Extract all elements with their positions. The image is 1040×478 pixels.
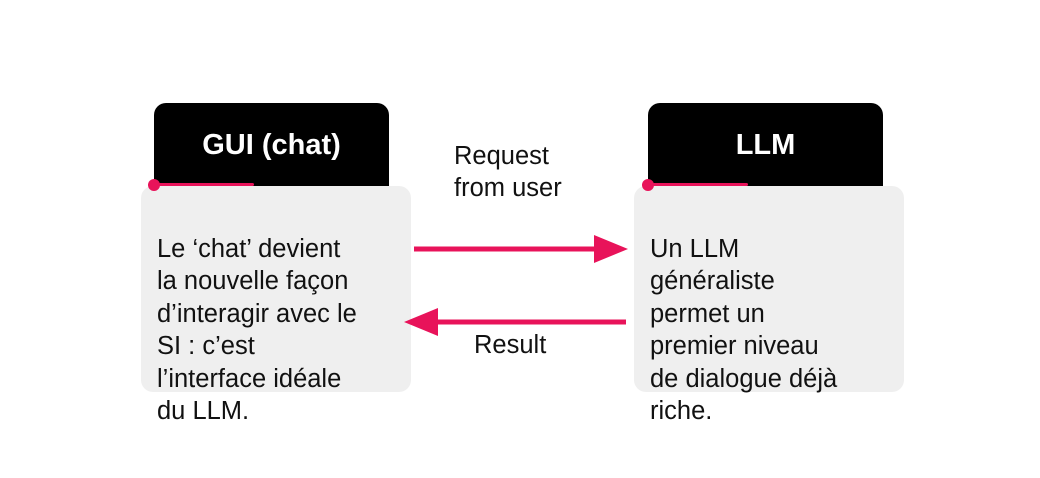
llm-title: LLM [735, 128, 796, 161]
llm-description-box: Un LLM généraliste permet un premier niv… [634, 186, 904, 425]
llm-description: Un LLM généraliste permet un premier niv… [650, 234, 838, 426]
llm-accent-line [646, 183, 748, 186]
request-arrow [414, 235, 628, 263]
gui-chat-title: GUI (chat) [202, 128, 341, 161]
llm-accent-dot [642, 179, 654, 191]
request-arrow-label: Request from user [454, 142, 562, 202]
gui-chat-header: GUI (chat) [154, 103, 389, 187]
result-arrow-label: Result [474, 331, 547, 359]
gui-chat-accent-dot [148, 179, 160, 191]
result-arrow [404, 308, 626, 336]
llm-header: LLM [648, 103, 883, 187]
gui-chat-accent-line [152, 183, 254, 186]
gui-chat-description: Le ‘chat’ devient la nouvelle façon d’in… [157, 234, 357, 426]
gui-chat-description-box: Le ‘chat’ devient la nouvelle façon d’in… [141, 186, 411, 425]
